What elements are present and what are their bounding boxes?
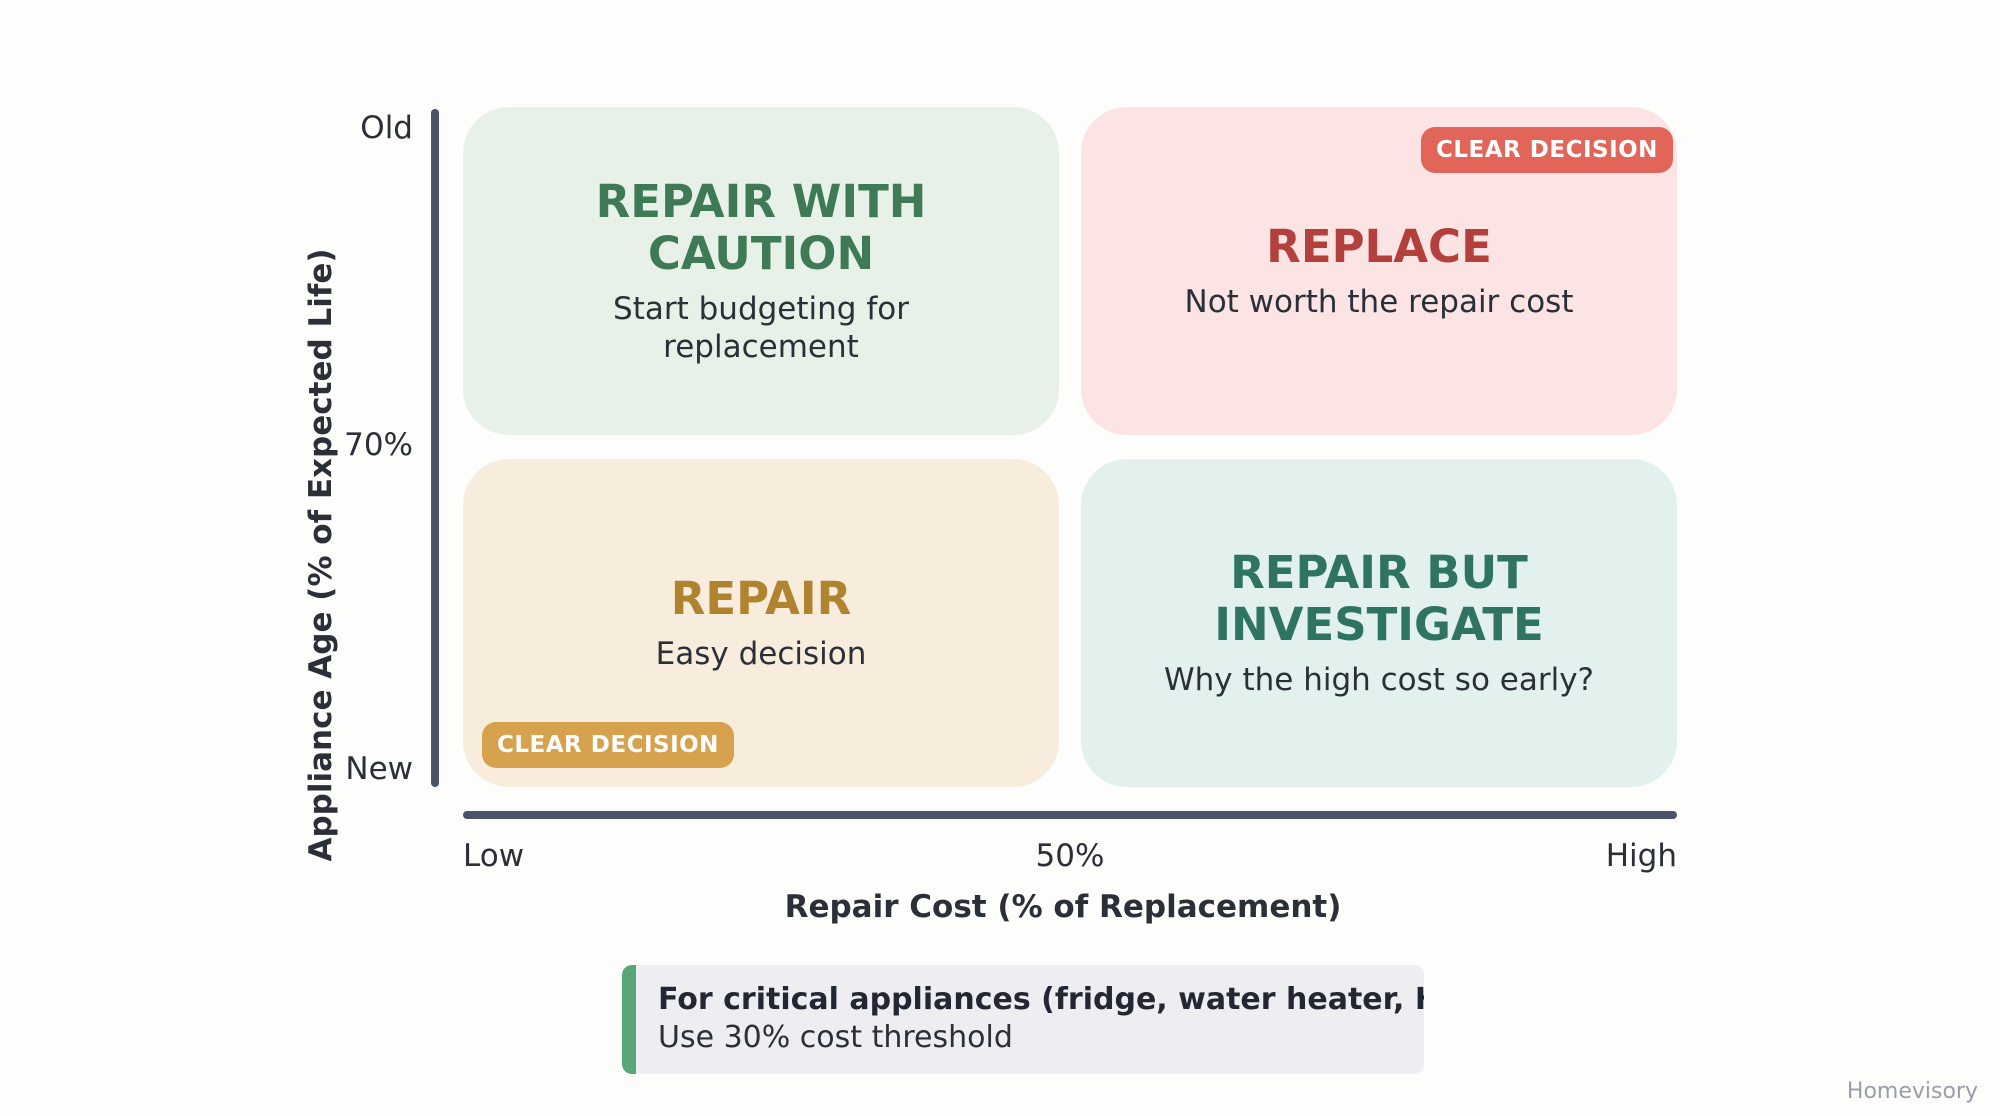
quadrant-repair-but-investigate: REPAIR BUT INVESTIGATE Why the high cost… — [1081, 459, 1677, 787]
y-tick-70: 70% — [344, 427, 413, 463]
quadrant-title: REPAIR WITH CAUTION — [595, 175, 927, 280]
quadrant-title: REPAIR BUT INVESTIGATE — [1214, 546, 1544, 651]
x-tick-high: High — [1605, 838, 1677, 874]
quadrant-title: REPLACE — [1266, 220, 1492, 273]
note-title: For critical appliances (fridge, water h… — [658, 982, 1424, 1017]
x-axis-title: Repair Cost (% of Replacement) — [784, 889, 1342, 925]
y-axis-title: Appliance Age (% of Expected Life) — [303, 248, 339, 862]
y-tick-old: Old — [360, 110, 413, 146]
y-tick-new: New — [345, 751, 413, 787]
x-tick-low: Low — [463, 838, 525, 874]
note-text: Use 30% cost threshold — [658, 1020, 1013, 1055]
quadrant-subtitle: Why the high cost so early? — [1163, 662, 1595, 698]
y-axis-line — [431, 109, 439, 787]
quadrant-subtitle: Start budgeting for replacement — [613, 291, 909, 365]
x-axis-line — [463, 811, 1677, 819]
clear-decision-badge-replace: CLEAR DECISION — [1421, 127, 1673, 173]
quadrant-subtitle: Easy decision — [655, 636, 867, 672]
quadrant-subtitle: Not worth the repair cost — [1184, 284, 1574, 320]
critical-appliances-note: For critical appliances (fridge, water h… — [622, 965, 1424, 1074]
brand-watermark: Homevisory — [1846, 1079, 1978, 1104]
note-accent-bar — [622, 965, 636, 1074]
x-tick-50: 50% — [1035, 838, 1105, 874]
quadrant-repair-with-caution: REPAIR WITH CAUTION Start budgeting for … — [463, 107, 1059, 435]
clear-decision-badge-repair: CLEAR DECISION — [482, 722, 734, 768]
quadrant-title: REPAIR — [670, 572, 852, 625]
